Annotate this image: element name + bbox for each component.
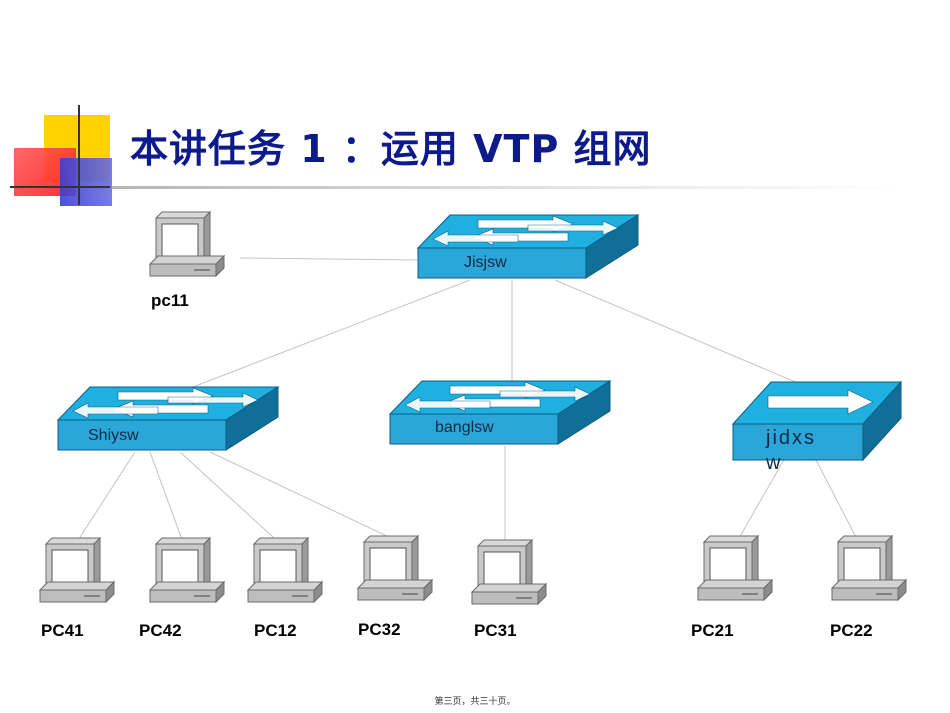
pc31-label: PC31 <box>474 621 517 640</box>
switch-arrows-icon <box>432 215 619 247</box>
switch-jisjsw: Jisjsw <box>416 214 640 279</box>
pc32-computer-icon <box>357 535 433 601</box>
switch-banglsw-label: banglsw <box>435 419 494 436</box>
link-pc11-jisjsw <box>239 257 421 261</box>
switch-shiysw: Shiysw <box>56 386 280 451</box>
arrow-right-icon <box>767 389 874 415</box>
switch-jidxsw: jidxs w <box>731 380 903 474</box>
switch-jidxsw-label-line2: w <box>765 452 781 474</box>
pc22-label: PC22 <box>830 621 873 640</box>
links <box>74 257 861 549</box>
pc42-computer-icon <box>149 537 225 603</box>
pc31-computer-icon <box>471 539 547 605</box>
pc42-label: PC42 <box>139 621 182 640</box>
link-shiysw-pc41 <box>74 451 136 546</box>
link-jisjsw-shiysw <box>179 279 471 393</box>
pc11-computer-icon <box>149 211 225 277</box>
deco-blue-square <box>60 158 112 206</box>
deco-horizontal-line <box>10 186 110 188</box>
switch-jidxsw-label-line1: jidxs <box>765 427 816 449</box>
pc21-label: PC21 <box>691 621 734 640</box>
switch-banglsw: banglsw <box>388 380 612 445</box>
switch-shiysw-label: Shiysw <box>88 427 139 444</box>
pc12-computer-icon <box>247 537 323 603</box>
link-jidxsw-pc21 <box>734 457 786 546</box>
link-shiysw-pc12 <box>179 451 286 549</box>
link-shiysw-pc42 <box>149 451 186 549</box>
link-jidxsw-pc22 <box>814 457 861 546</box>
link-shiysw-pc32 <box>209 451 396 541</box>
page-title: 本讲任务 1 ：运用 VTP 组网 <box>130 127 652 171</box>
pc21-computer-icon <box>697 535 773 601</box>
pc41-label: PC41 <box>41 621 84 640</box>
pc32-label: PC32 <box>358 620 401 639</box>
switch-jisjsw-label: Jisjsw <box>464 254 507 271</box>
pc41-computer-icon <box>39 537 115 603</box>
title-divider <box>112 186 902 189</box>
page-footer: 第三页，共三十页。 <box>434 696 516 706</box>
deco-vertical-line <box>78 105 80 205</box>
pc12-label: PC12 <box>254 621 297 640</box>
pc11-label: pc11 <box>151 291 189 310</box>
pc22-computer-icon <box>831 535 907 601</box>
link-jisjsw-jidxsw <box>554 279 801 385</box>
switch-arrows-icon <box>404 381 591 413</box>
switch-arrows-icon <box>72 387 259 419</box>
